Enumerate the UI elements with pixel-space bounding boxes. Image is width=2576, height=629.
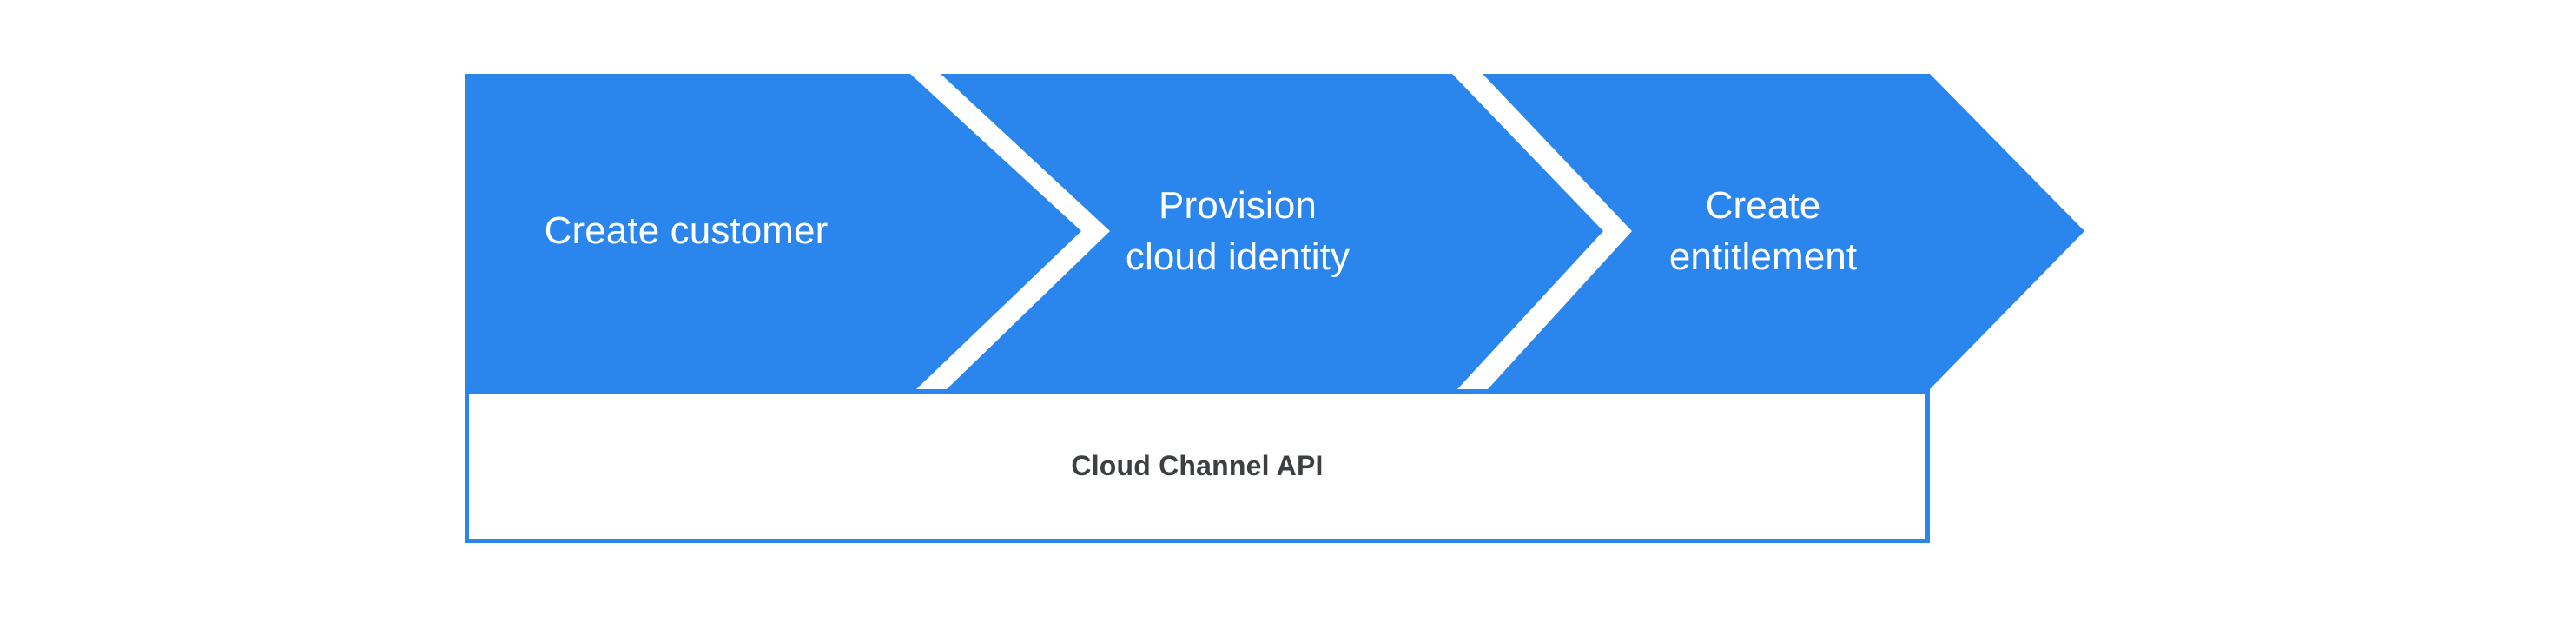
chevron-shape-step-2	[941, 74, 1603, 389]
cloud-channel-api-label: Cloud Channel API	[1071, 450, 1324, 481]
cloud-channel-api-band: Cloud Channel API	[465, 389, 1930, 543]
chevron-shape-step-1	[465, 74, 1081, 389]
chevron-shape-step-3	[1483, 74, 2084, 389]
